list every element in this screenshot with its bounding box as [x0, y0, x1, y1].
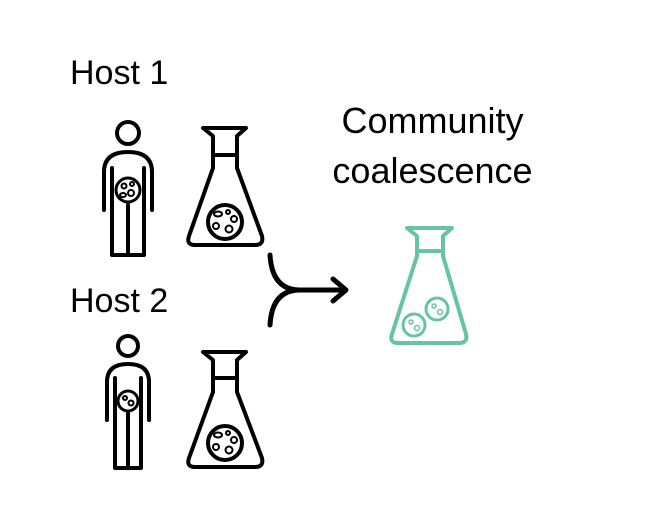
coalesced-community-flask-icon: [389, 226, 469, 345]
result-title-line-1: Community: [341, 100, 524, 141]
person-icon-host-2: [105, 334, 151, 470]
flask-icon-host-2: [186, 350, 265, 469]
merge-arrow-icon: [267, 252, 349, 328]
host-1-label: Host 1: [70, 54, 169, 92]
result-title-line-2: coalescence: [332, 150, 533, 191]
host-2-label: Host 2: [70, 282, 169, 320]
flask-icon-host-1: [186, 126, 265, 247]
microbiome-icon-host-2: [116, 389, 140, 413]
microbiome-icon-host-1: [114, 176, 142, 204]
person-icon-host-1: [102, 120, 154, 257]
